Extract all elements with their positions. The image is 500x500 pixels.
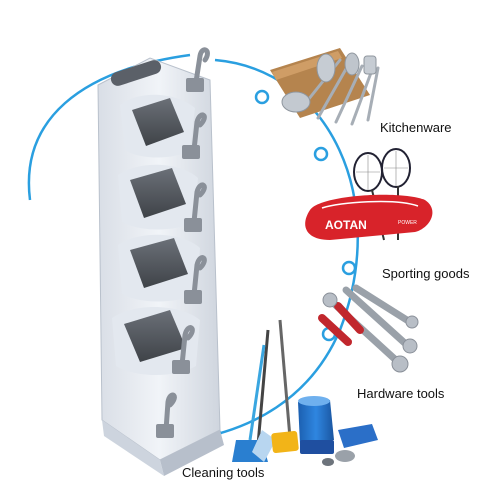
arc-node [341, 260, 357, 276]
rack-hooks [163, 47, 210, 433]
kitchenware-label: Kitchenware [380, 120, 452, 135]
rack-slot [118, 164, 198, 230]
kitchen-utensils-icon [270, 48, 380, 126]
cleaning-kit-icon [232, 319, 378, 466]
cleaning-tools-label: Cleaning tools [182, 465, 265, 480]
wrench-set-icon [318, 284, 419, 373]
rack-slot [118, 234, 200, 302]
brand-text: AOTAN [325, 218, 367, 232]
arc-node [254, 89, 270, 105]
hardware-tools-label: Hardware tools [357, 386, 445, 401]
sporting-goods-label: Sporting goods [382, 266, 470, 281]
rack-holder-icon [97, 47, 224, 476]
rack-slot [112, 306, 200, 375]
brand-subtext: POWER [398, 220, 417, 226]
rack-slot [120, 94, 195, 158]
badminton-rackets-icon: AOTAN POWER [305, 148, 433, 241]
arc-node [313, 146, 329, 162]
arc-nodes [206, 89, 357, 442]
